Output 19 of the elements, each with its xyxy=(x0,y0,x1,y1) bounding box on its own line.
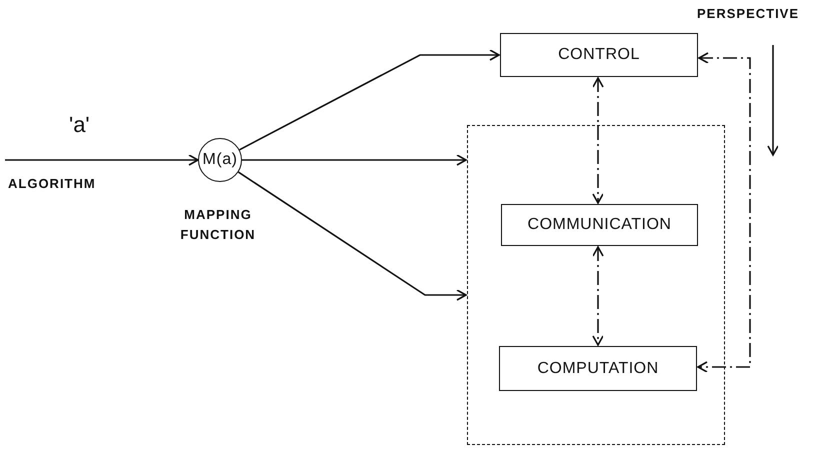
text-label: PERSPECTIVE xyxy=(697,6,800,21)
process-box xyxy=(500,33,698,77)
node-label: CONTROL xyxy=(558,46,640,64)
arrow xyxy=(238,171,467,301)
arrow xyxy=(697,52,751,373)
process-box xyxy=(501,204,698,246)
text-label: ALGORITHM xyxy=(8,176,96,191)
node-label: COMMUNICATION xyxy=(528,216,672,234)
node-caption: MAPPING FUNCTION xyxy=(179,206,257,244)
process-box xyxy=(499,346,697,391)
dashed-boundary-box xyxy=(467,125,725,445)
mapping-circle xyxy=(198,138,242,182)
arrow xyxy=(242,154,467,166)
arrow xyxy=(592,77,604,204)
arrow xyxy=(5,154,199,166)
arrow xyxy=(239,49,500,150)
arrow xyxy=(592,246,604,346)
node-label: COMPUTATION xyxy=(537,360,659,378)
node-label: M(a) xyxy=(202,151,238,169)
